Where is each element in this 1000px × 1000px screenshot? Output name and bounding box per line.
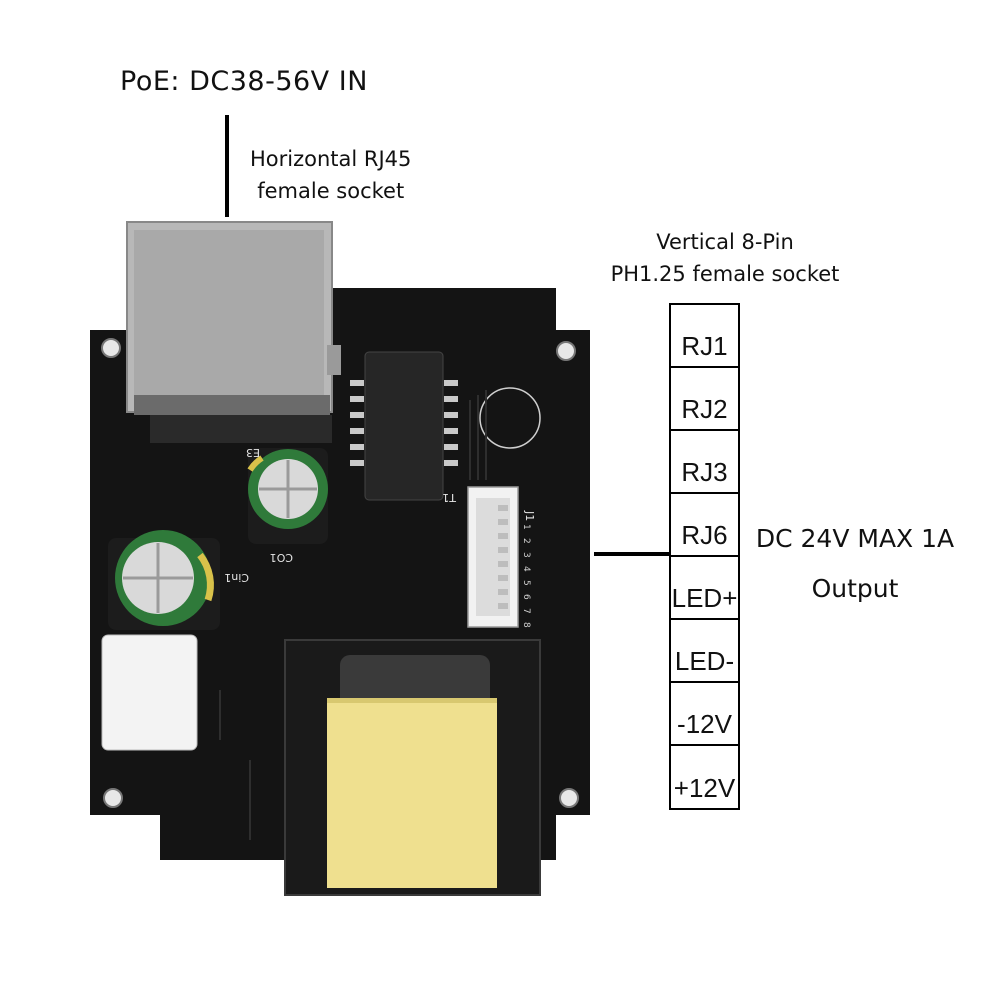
mount-hole-bottom-right <box>559 788 579 808</box>
rj45-label-line-1: Horizontal RJ45 <box>250 147 412 171</box>
silkscreen-co1: CO1 <box>270 551 293 564</box>
rj45-pointer-line <box>225 115 229 217</box>
pinout-table: RJ1 RJ2 RJ3 RJ6 LED+ LED- -12V +12V <box>669 303 740 810</box>
silkscreen-e3: E3 <box>246 446 260 459</box>
svg-text:1: 1 <box>521 524 531 530</box>
output-pointer-line <box>594 552 670 556</box>
output-label-line-1: DC 24V MAX 1A <box>755 524 955 553</box>
silkscreen-t1: T1 <box>442 491 457 504</box>
pin-rj2: RJ2 <box>671 368 738 431</box>
pcb-traces <box>219 390 487 840</box>
rj45-socket-label: Horizontal RJ45 female socket <box>250 143 411 207</box>
svg-text:4: 4 <box>521 566 531 572</box>
mount-hole-top-left <box>101 338 121 358</box>
silkscreen-j1: J1 <box>523 510 536 521</box>
ph125-connector <box>467 486 519 628</box>
svg-text:3: 3 <box>521 552 531 558</box>
mount-hole-top-right <box>556 341 576 361</box>
rj45-label-line-2: female socket <box>257 179 405 203</box>
rj45-jack <box>126 221 341 443</box>
connector-label-line-2: PH1.25 female socket <box>610 262 840 286</box>
svg-text:5: 5 <box>521 580 531 586</box>
connector-label: Vertical 8-Pin PH1.25 female socket <box>600 226 850 290</box>
svg-text:6: 6 <box>521 594 531 600</box>
fiducial-marker <box>479 387 541 449</box>
ethernet-transformer-ic <box>350 351 458 501</box>
mount-hole-bottom-left <box>103 788 123 808</box>
pin-rj6: RJ6 <box>671 494 738 557</box>
silkscreen-cin1: Cin1 <box>224 571 249 584</box>
svg-text:8: 8 <box>521 622 531 628</box>
svg-text:2: 2 <box>521 538 531 544</box>
power-transformer <box>284 639 541 896</box>
white-thermal-pad <box>101 634 198 751</box>
pin-plus-12v: +12V <box>673 773 736 803</box>
connector-label-line-1: Vertical 8-Pin <box>656 230 794 254</box>
pin-rj3: RJ3 <box>671 431 738 494</box>
pin-led-plus: LED+ <box>671 557 738 620</box>
capacitor-cin1 <box>108 530 220 630</box>
output-label: DC 24V MAX 1A Output <box>755 514 955 614</box>
svg-text:7: 7 <box>521 608 531 614</box>
pin-led-minus: LED- <box>671 620 738 683</box>
output-label-line-2: Output <box>811 574 899 603</box>
capacitor-co1 <box>247 448 328 544</box>
poe-input-title: PoE: DC38-56V IN <box>120 66 368 97</box>
pin-minus-12v: -12V <box>671 683 738 746</box>
pin-rj1: RJ1 <box>671 305 738 368</box>
silkscreen-pin-numbers: 1 2 3 4 5 6 7 8 <box>521 524 531 628</box>
